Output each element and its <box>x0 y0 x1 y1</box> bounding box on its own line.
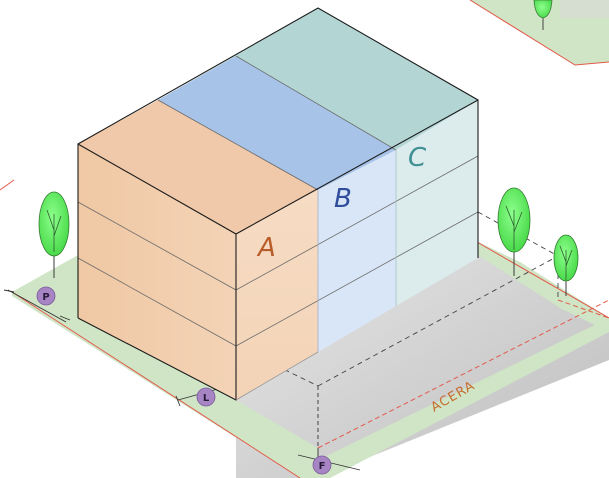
neighbor-lot-corner <box>469 0 609 66</box>
marker-f-label: F <box>319 461 326 472</box>
lawn-strip <box>12 238 609 478</box>
marker-l-label: L <box>203 393 210 404</box>
zone-c-roof <box>158 8 478 150</box>
tree-icon <box>38 191 70 278</box>
zone-b-front-face <box>318 150 396 352</box>
tree-icon <box>533 0 553 30</box>
marker-p: P <box>36 286 56 306</box>
zone-b-roof <box>158 56 396 190</box>
tree-icon <box>497 187 531 276</box>
zone-a-side-face <box>78 144 236 400</box>
marker-f: F <box>312 455 332 475</box>
marker-p-label: P <box>42 292 49 303</box>
tree-icon <box>553 234 579 296</box>
lot-boundary-lines <box>0 179 609 478</box>
zone-a-roof <box>78 100 318 234</box>
zone-c-label: C <box>408 143 427 173</box>
building-block <box>77 7 479 401</box>
zone-a-label: A <box>256 233 276 263</box>
zone-b-label: B <box>334 184 352 214</box>
marker-l: L <box>196 387 216 407</box>
zone-c-front-face <box>396 100 478 306</box>
sidewalk-area <box>236 238 609 478</box>
zone-a-front-face <box>236 190 318 400</box>
floor-lines <box>77 55 479 347</box>
